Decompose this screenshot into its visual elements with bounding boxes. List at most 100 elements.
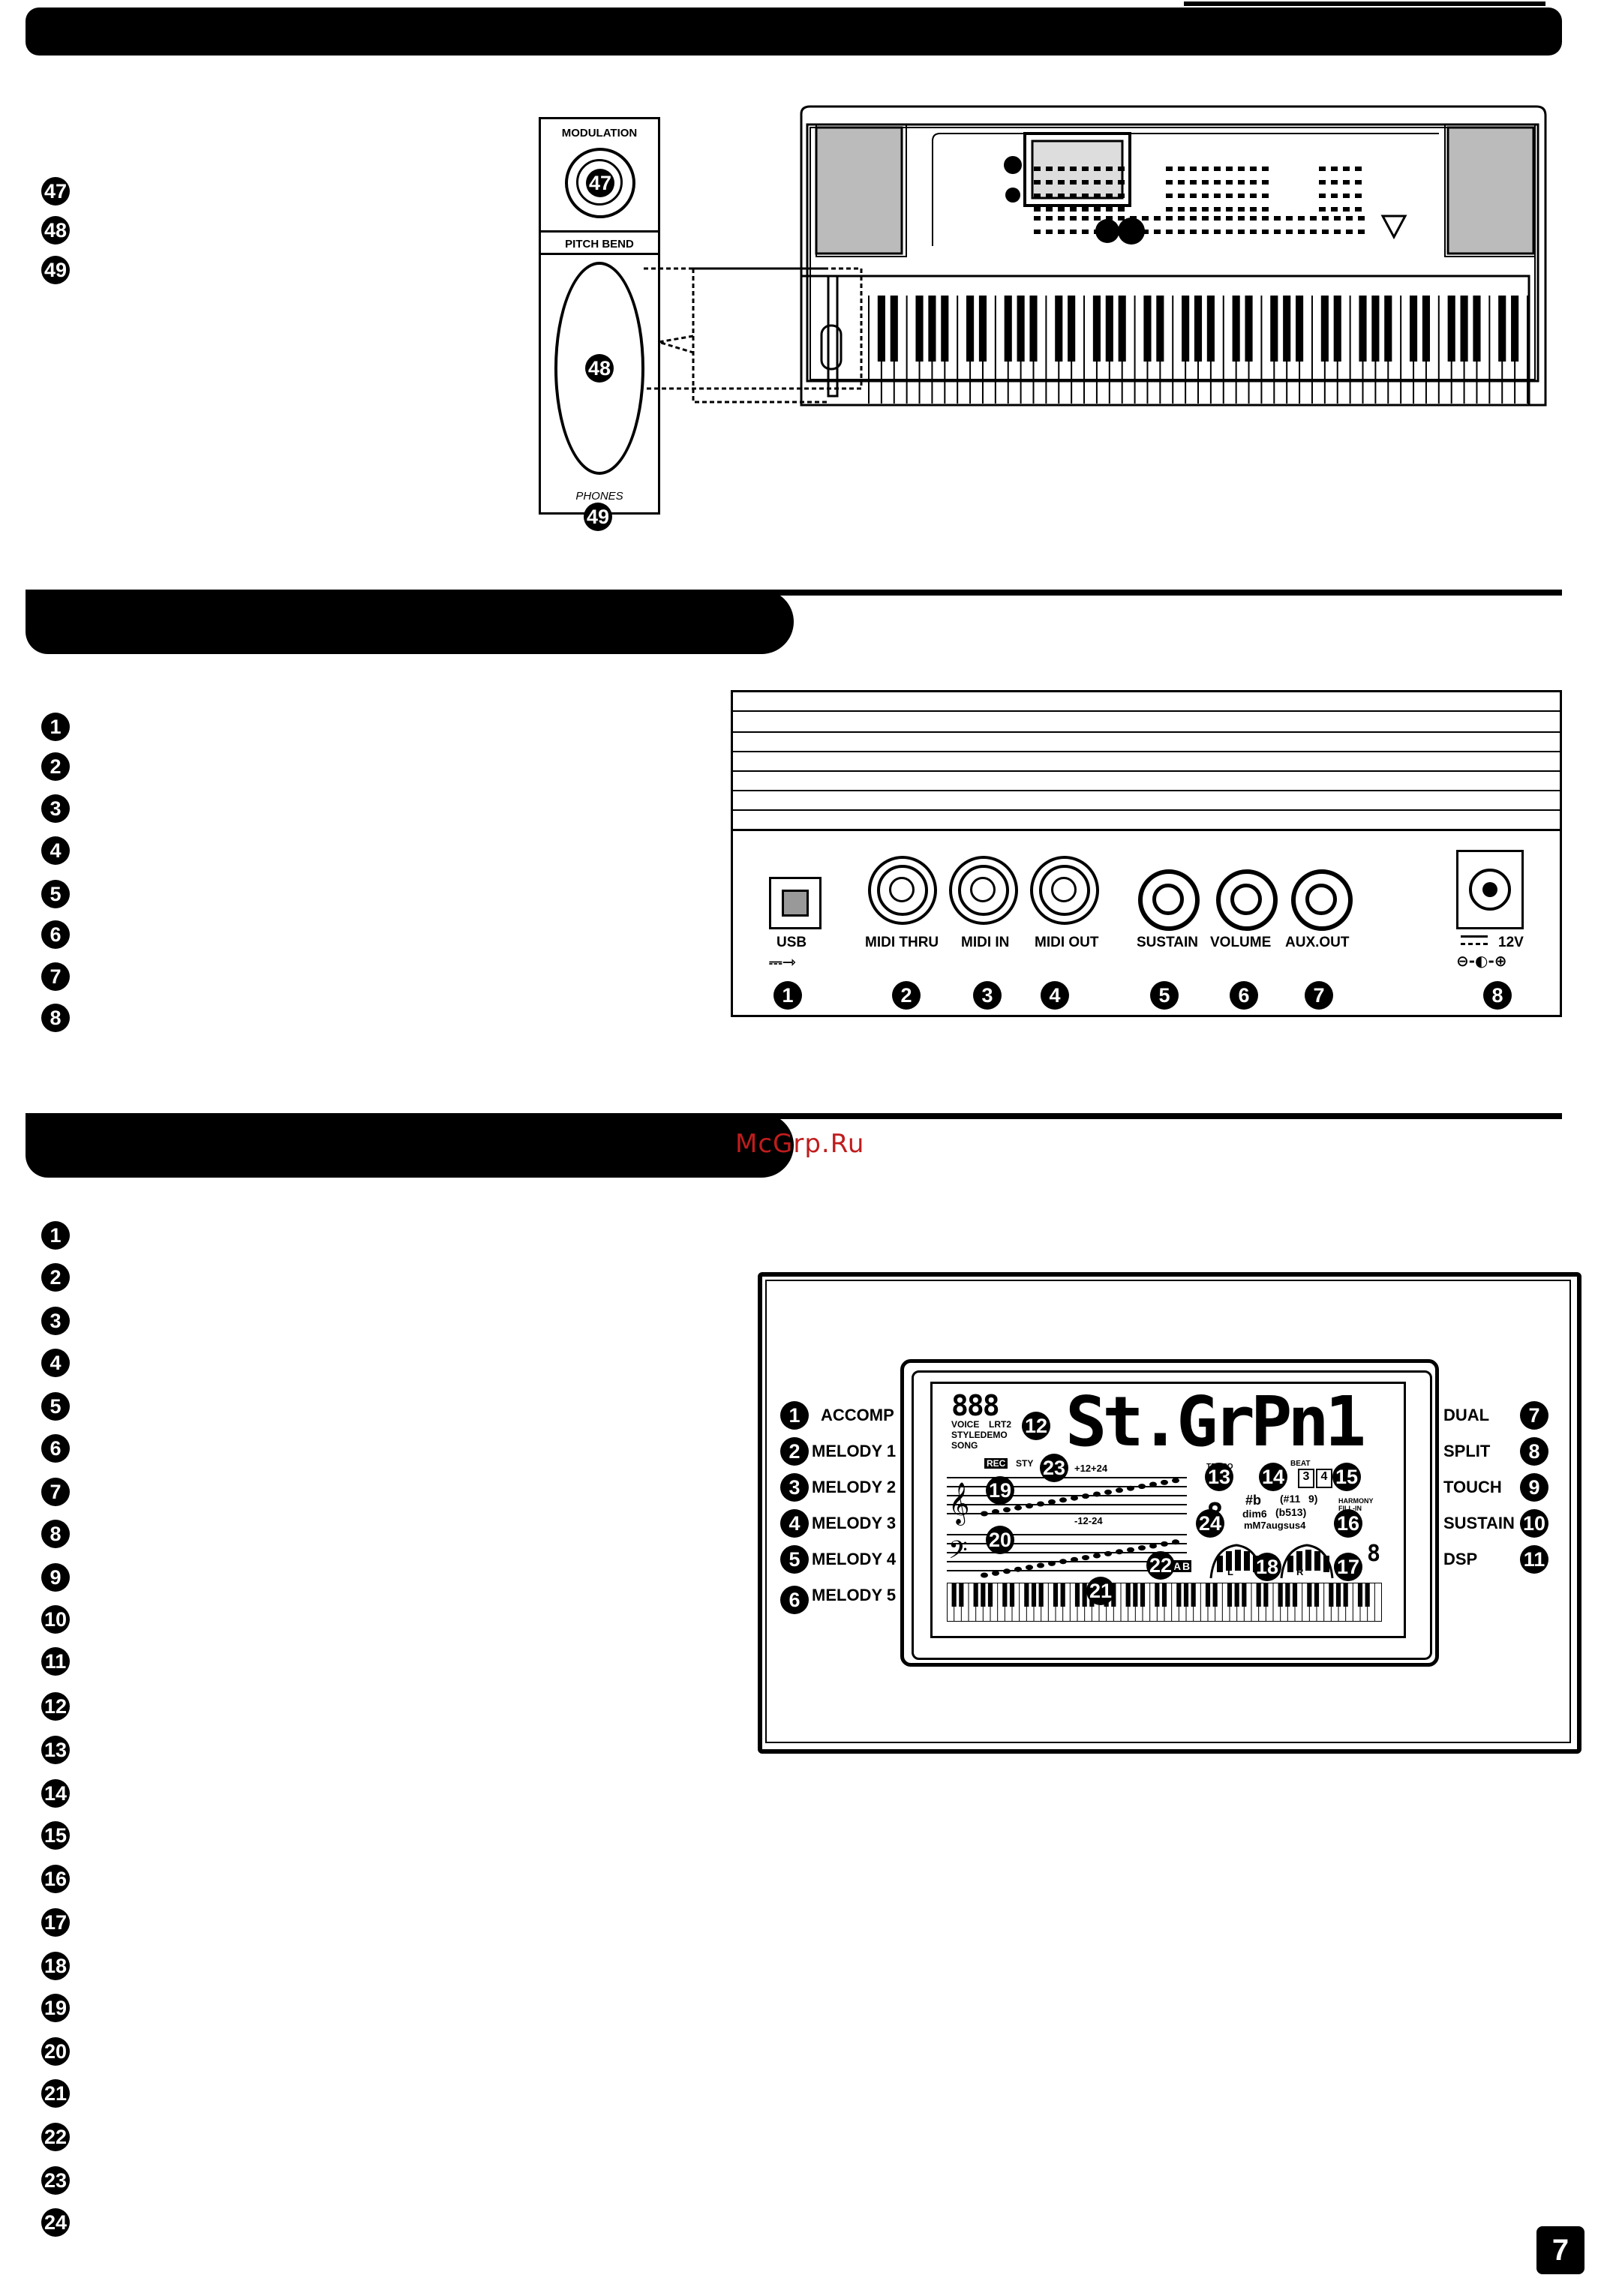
callout-badge: 3 [780, 1473, 809, 1502]
callout-badge: 6 [41, 920, 70, 949]
callout-badge: 11 [1520, 1545, 1548, 1574]
pitch-bend-wheel: 48 [554, 262, 644, 475]
callout-badge: 22 [1146, 1551, 1175, 1580]
usb-port [769, 877, 822, 929]
aux-out-label: AUX.OUT [1285, 935, 1350, 950]
page-number: 7 [1536, 2226, 1584, 2274]
split-label: SPLIT [1443, 1442, 1491, 1460]
midi-thru-port [868, 856, 937, 925]
section-header-bar-rear [26, 590, 794, 654]
callout-badge: 24 [1196, 1509, 1224, 1538]
callout-badge: 48 [41, 216, 70, 245]
accomp-label: ACCOMP [821, 1406, 894, 1424]
pitch-bend-label: PITCH BEND [565, 238, 634, 251]
watermark: McGrp.Ru [735, 1129, 865, 1159]
callout-badge: 49 [41, 256, 70, 284]
lcd-panel [758, 1272, 1581, 1754]
melody2-label: MELODY 2 [812, 1478, 897, 1496]
section-rule [750, 1113, 1562, 1119]
lcd-bezel [900, 1359, 1439, 1667]
sty-indicator: STY [1016, 1458, 1034, 1469]
callout-badge: 18 [41, 1952, 70, 1980]
touch-label: TOUCH [1443, 1478, 1502, 1496]
midi-out-port [1030, 856, 1099, 925]
callout-badge: 10 [41, 1605, 70, 1634]
chord-ext2: 9) [1308, 1493, 1318, 1505]
callout-badge: 47 [41, 177, 70, 206]
fill-digit: 8 [1367, 1541, 1381, 1567]
callout-badge: 49 [584, 503, 612, 531]
callout-badge: 9 [41, 1563, 70, 1592]
lcd-screen [930, 1382, 1406, 1638]
callout-badge: 47 [586, 169, 614, 197]
callout-badge: 8 [41, 1520, 70, 1548]
callout-badge: 21 [1086, 1577, 1115, 1605]
right-hand-label: R [1296, 1566, 1304, 1577]
callout-badge: 6 [41, 1434, 70, 1463]
callout-badge: 5 [1150, 981, 1179, 1010]
callout-badge: 14 [1259, 1463, 1287, 1491]
volume-label: VOLUME [1210, 935, 1272, 950]
left-hand-label: L [1227, 1566, 1233, 1577]
callout-badge: 23 [41, 2166, 70, 2195]
harmony-small-label: HARMONY [1338, 1497, 1374, 1505]
callout-badge: 3 [41, 1307, 70, 1335]
callout-badge: 20 [41, 2037, 70, 2066]
callout-badge: 19 [41, 1994, 70, 2022]
beat-small-label: BEAT [1290, 1460, 1311, 1468]
callout-badge: 16 [1334, 1509, 1362, 1538]
zoom-connector [658, 267, 827, 404]
transpose-up: +12+24 [1074, 1463, 1108, 1474]
dual-label: DUAL [1443, 1406, 1490, 1424]
rear-panel: USB ⎓⇾ MIDI THRU MIDI IN MIDI OUT SUSTAI… [731, 690, 1562, 1017]
midi-out-label: MIDI OUT [1035, 935, 1099, 950]
callout-badge: 7 [1305, 981, 1333, 1010]
dc-symbol-icon [1461, 935, 1488, 938]
beat-digit: 3 [1298, 1469, 1314, 1488]
callout-badge: 8 [41, 1004, 70, 1032]
polarity-icon: ⊖-◐-⊕ [1456, 952, 1507, 970]
callout-badge: 6 [1230, 981, 1258, 1010]
midi-thru-label: MIDI THRU [865, 935, 939, 950]
svg-text:𝄢: 𝄢 [948, 1537, 968, 1570]
chord-ext1: (#11 [1280, 1493, 1301, 1505]
lcd-digits: 888 [951, 1389, 1000, 1422]
lcd-keyboard [947, 1583, 1382, 1622]
chord-b513: (b513) [1275, 1506, 1307, 1518]
callout-badge: 1 [41, 713, 70, 741]
chord-types: mM7augsus4 [1244, 1520, 1306, 1531]
sustain-jack [1138, 869, 1200, 931]
transpose-down: -12-24 [1074, 1515, 1103, 1526]
callout-badge: 12 [1022, 1412, 1050, 1440]
sustain-label: SUSTAIN [1137, 935, 1198, 950]
phones-label: PHONES [575, 490, 623, 503]
callout-badge: 4 [41, 836, 70, 865]
callout-badge: 9 [1520, 1473, 1548, 1502]
lcd-main-text: St.GrPn1 [1065, 1382, 1366, 1462]
sustain-label: SUSTAIN [1443, 1514, 1515, 1532]
callout-badge: 12 [41, 1692, 70, 1721]
callout-badge: 3 [41, 794, 70, 823]
fill-in-small-label: FILL-IN [1338, 1505, 1362, 1512]
callout-badge: 4 [780, 1509, 809, 1538]
melody4-label: MELODY 4 [812, 1550, 897, 1568]
callout-badge: 15 [1332, 1463, 1361, 1491]
pitch-modulation-panel: MODULATION 47 PITCH BEND 48 PHONES [539, 117, 660, 515]
keyboard-illustration [644, 105, 1547, 407]
melody3-label: MELODY 3 [812, 1514, 897, 1532]
section-rule [750, 590, 1562, 596]
callout-badge: 3 [973, 981, 1002, 1010]
callout-badge: 16 [41, 1865, 70, 1893]
callout-badge: 24 [41, 2208, 70, 2237]
dc-in-jack [1456, 850, 1524, 929]
callout-badge: 2 [780, 1437, 809, 1466]
dsp-label: DSP [1443, 1550, 1478, 1568]
callout-badge: 2 [41, 752, 70, 781]
callout-badge: 1 [773, 981, 802, 1010]
callout-badge: 17 [41, 1908, 70, 1937]
callout-badge: 4 [41, 1349, 70, 1377]
beat-digit: 4 [1316, 1469, 1332, 1488]
rec-indicator: REC [984, 1458, 1008, 1469]
callout-badge: 5 [41, 1392, 70, 1421]
callout-badge: 13 [41, 1736, 70, 1764]
